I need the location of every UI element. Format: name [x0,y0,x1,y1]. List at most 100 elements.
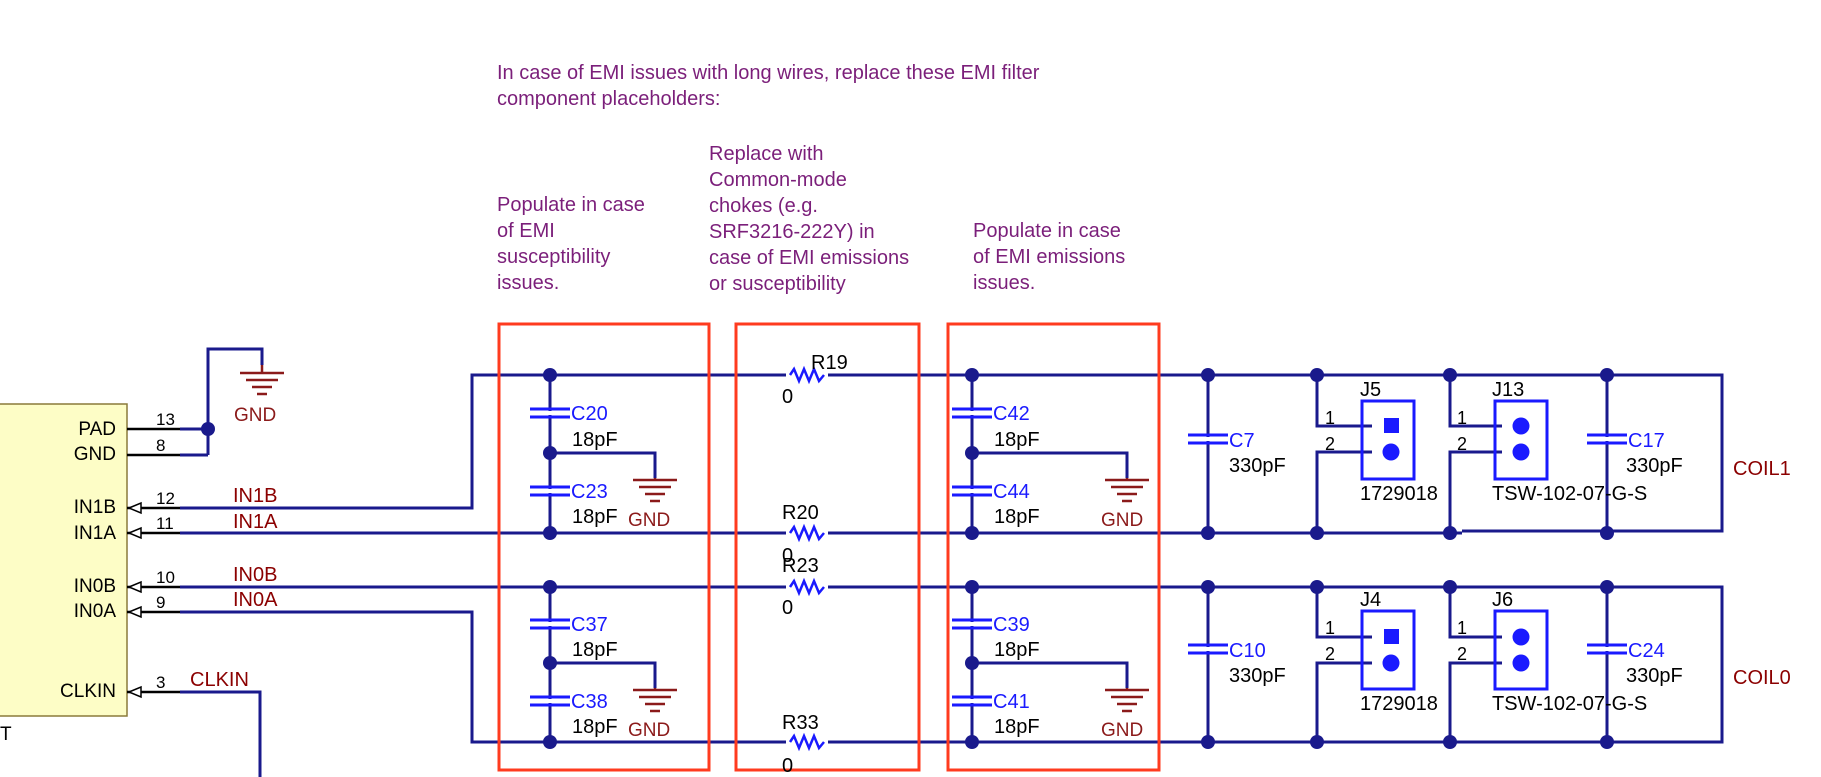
component-labels: 18pF 18pF 18pF 18pF 18pF 18pF 18pF 18pF … [572,352,1683,777]
emissions-box [946,322,1161,772]
ground-symbols [240,365,1149,713]
capacitor-designators: C20 C23 C37 C38 C42 C44 C39 C41 C7 C10 C… [571,403,1665,713]
resistor-r19 [788,365,825,385]
ic-symbol: PAD GND IN1B IN1A IN0B IN0A CLKIN T 13 8 [0,403,180,745]
ic-pin-name: IN1A [74,523,117,544]
connector-pin-number: 2 [1325,644,1335,664]
connector-pin-number: 2 [1457,434,1467,454]
ic-pin-leads [127,427,180,694]
value-c23: 18pF [572,506,618,528]
ic-input-arrows [127,501,142,699]
ref-c20: C20 [571,403,608,425]
connector-pin2 [1382,654,1400,672]
ref-c41: C41 [993,691,1030,713]
ref-c10: C10 [1229,640,1266,662]
value-c41: 18pF [994,716,1040,738]
filter-group-boxes [497,322,1161,772]
ic-pin-number: 3 [156,673,165,692]
connector-pin-number: 1 [1457,618,1467,638]
value-c24: 330pF [1626,665,1683,687]
ic-pin-name: IN0B [74,576,116,597]
ic-body [0,403,128,717]
connector-pin2 [1512,443,1530,461]
emi-emissions-note: Populate in case of EMI emissions issues… [973,220,1126,294]
wires [180,347,1724,777]
ic-partial-label: T [0,724,12,745]
value-c17: 330pF [1626,455,1683,477]
part-j13: TSW-102-07-G-S [1492,483,1647,505]
ic-pin-number: 9 [156,593,165,612]
emi-main-note: In case of EMI issues with long wires, r… [497,62,1040,110]
junction-dots [201,368,1614,749]
gnd-label: GND [234,405,276,426]
capacitor-gaps [547,411,1610,703]
ic-pin-number: 12 [156,489,175,508]
ic-pin-number: 11 [156,514,174,533]
ref-c23: C23 [571,481,608,503]
ground-icon [1105,688,1149,713]
net-label-coil0: COIL0 [1733,667,1791,689]
value-c38: 18pF [572,716,618,738]
ic-pin-name: GND [74,444,116,465]
net-labels: IN1B IN1A IN0B IN0A CLKIN COIL1 COIL0 [190,458,1791,691]
resistor-r33 [788,732,825,752]
part-j5: 1729018 [1360,483,1438,505]
connector-pin1-square [1384,629,1399,644]
net-label-in0a: IN0A [233,589,278,611]
connector-pin1 [1512,628,1530,646]
ref-c24: C24 [1628,640,1665,662]
resistor-r20 [788,523,825,543]
connector-pin1-square [1384,418,1399,433]
connector-pin-number: 1 [1457,408,1467,428]
value-c10: 330pF [1229,665,1286,687]
connectors [1360,399,1549,691]
gnd-label: GND [1101,720,1143,741]
ref-j13: J13 [1492,379,1524,401]
ref-c38: C38 [571,691,608,713]
ref-r19: R19 [811,352,848,374]
net-label-in0b: IN0B [233,564,277,586]
connector-pin-number: 2 [1325,434,1335,454]
ref-c42: C42 [993,403,1030,425]
gnd-label: GND [628,510,670,531]
ground-icon [633,478,677,503]
connector-pin2 [1382,443,1400,461]
connector-pin1 [1512,417,1530,435]
ref-j4: J4 [1360,589,1381,611]
ref-c7: C7 [1229,430,1255,452]
ref-c17: C17 [1628,430,1665,452]
ic-pin-number: 8 [156,436,165,455]
value-c39: 18pF [994,639,1040,661]
ref-r20: R20 [782,502,819,524]
capacitor-plates [530,407,1627,707]
value-c42: 18pF [994,429,1040,451]
net-label-clkin: CLKIN [190,669,249,691]
value-c7: 330pF [1229,455,1286,477]
connector-j6 [1493,609,1549,691]
ground-icon [240,365,284,396]
resistor-symbols [786,365,828,752]
emi-susceptibility-note: Populate in case of EMI susceptibility i… [497,194,645,294]
ref-r23: R23 [782,555,819,577]
gnd-label: GND [628,720,670,741]
susceptibility-box [497,322,711,772]
ic-pin-number: 13 [156,410,175,429]
connector-pin-number: 1 [1325,408,1335,428]
connector-j13 [1493,399,1549,481]
value-c44: 18pF [994,506,1040,528]
choke-box [734,322,921,772]
value-c20: 18pF [572,429,618,451]
ground-icon [1105,478,1149,503]
ref-c44: C44 [993,481,1030,503]
value-r19: 0 [782,386,793,408]
net-label-in1b: IN1B [233,485,277,507]
ic-pin-number: 10 [156,568,175,587]
ref-j5: J5 [1360,379,1381,401]
ic-pin-name: PAD [78,419,116,440]
emi-choke-note: Replace with Common-mode chokes (e.g. SR… [709,143,910,295]
ic-pin-name: CLKIN [60,681,116,702]
connector-j4 [1360,609,1416,691]
net-label-coil1: COIL1 [1733,458,1791,480]
part-j4: 1729018 [1360,693,1438,715]
